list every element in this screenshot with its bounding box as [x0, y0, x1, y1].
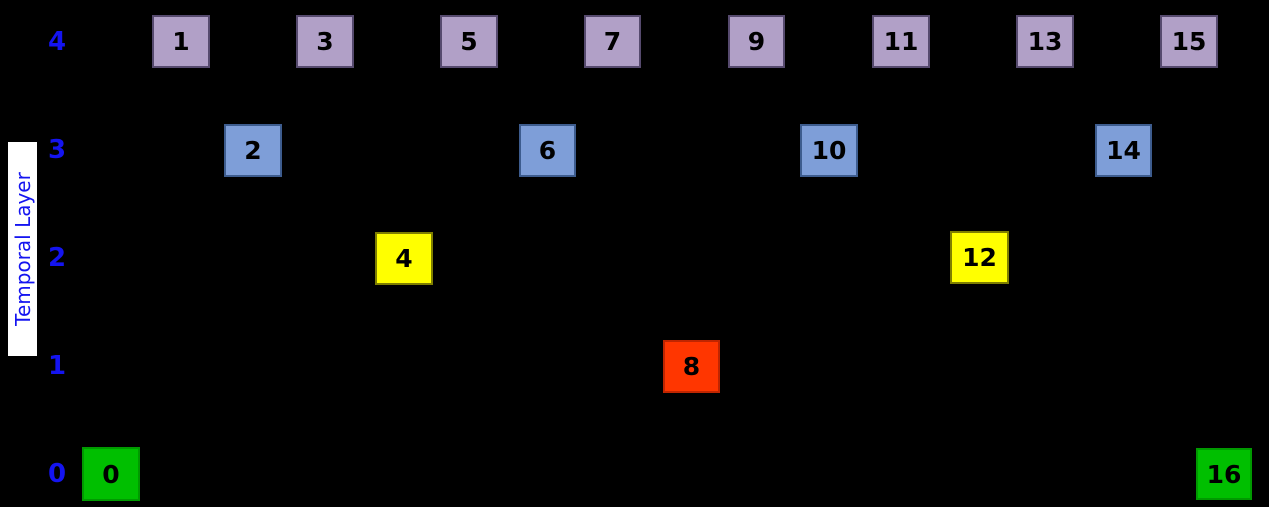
frame-node-4: 4 [375, 232, 433, 285]
frame-node-15: 15 [1160, 15, 1218, 68]
frame-node-16: 16 [1196, 448, 1252, 500]
frame-node-6: 6 [519, 124, 576, 177]
frame-node-3: 3 [296, 15, 354, 68]
frame-node-13: 13 [1016, 15, 1074, 68]
y-axis-title: Temporal Layer [10, 172, 35, 326]
frame-node-14: 14 [1095, 124, 1152, 177]
y-axis-tick-3: 3 [47, 135, 67, 165]
frame-node-0: 0 [82, 447, 140, 501]
frame-node-7: 7 [584, 15, 641, 68]
frame-node-10: 10 [800, 124, 858, 177]
y-axis-tick-1: 1 [47, 351, 67, 381]
frame-node-2: 2 [224, 124, 282, 177]
frame-node-1: 1 [152, 15, 210, 68]
frame-node-12: 12 [950, 231, 1009, 284]
frame-node-5: 5 [440, 15, 498, 68]
frame-node-11: 11 [872, 15, 930, 68]
frame-node-8: 8 [663, 340, 720, 393]
frame-node-9: 9 [728, 15, 785, 68]
y-axis-tick-2: 2 [47, 243, 67, 273]
y-axis-title-strip: Temporal Layer [8, 142, 37, 356]
y-axis-tick-0: 0 [47, 459, 67, 489]
y-axis-tick-4: 4 [47, 27, 67, 57]
